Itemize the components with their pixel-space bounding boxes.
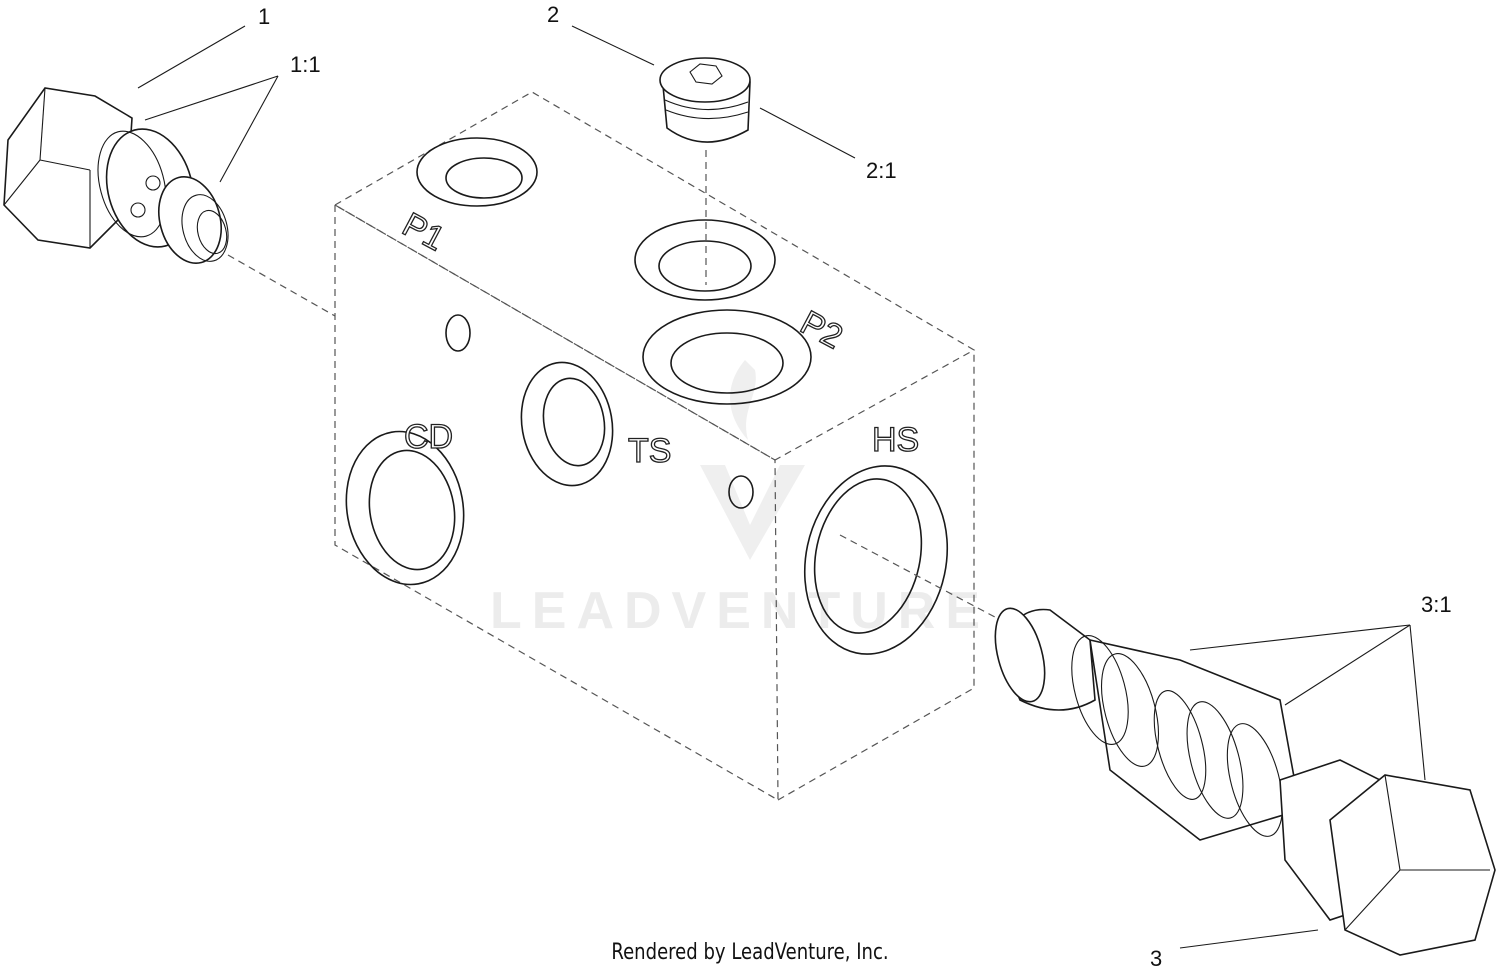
port-upper-ring — [634, 219, 776, 301]
port-label-ts: TS — [628, 432, 671, 470]
small-port-hole — [728, 475, 754, 509]
small-port-hole — [445, 314, 471, 352]
axis-line-3 — [839, 534, 1011, 626]
callout-3-1: 3:1 — [1421, 592, 1452, 617]
leader-lines — [137, 25, 1426, 949]
part-1-cartridge-valve — [3, 87, 229, 265]
callout-2: 2 — [547, 2, 559, 27]
watermark: LEADVENTURE — [490, 360, 980, 640]
render-credit: Rendered by LeadVenture, Inc. — [611, 940, 889, 965]
port-label-p1: P1 — [396, 206, 451, 259]
callout-2-1: 2:1 — [866, 158, 897, 183]
part-3-cartridge-valve — [994, 607, 1496, 956]
axis-line-1 — [227, 254, 336, 317]
port-label-hs: HS — [872, 421, 919, 459]
callout-3: 3 — [1150, 946, 1162, 971]
port-p2-ring — [642, 309, 812, 405]
port-label-p2: P2 — [794, 304, 849, 357]
port-cd-ring — [345, 430, 465, 586]
port-ts-ring — [520, 361, 614, 487]
port-label-cd: CD — [404, 418, 453, 456]
callout-1: 1 — [258, 4, 270, 29]
port-hs-ring — [803, 465, 949, 655]
port-p1-ring — [416, 137, 538, 207]
callout-1-1: 1:1 — [290, 52, 321, 77]
valve-block — [333, 91, 976, 802]
part-2-plug — [659, 57, 751, 143]
